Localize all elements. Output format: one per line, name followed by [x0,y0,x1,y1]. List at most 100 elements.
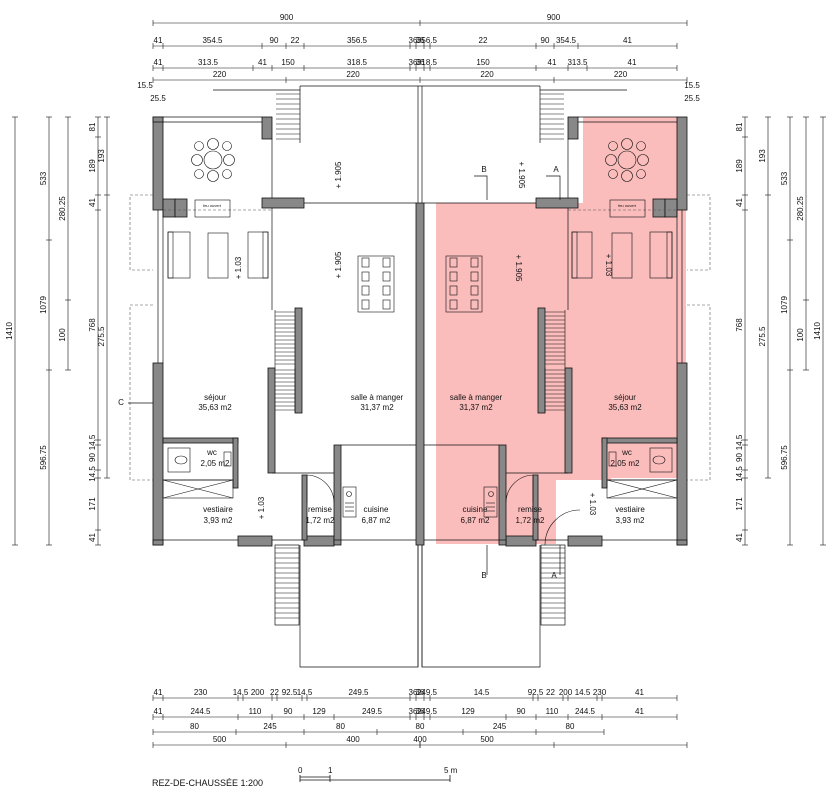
level-mark: + 1.905 [514,255,523,282]
dim-label-bottom1: 92.5 [528,688,544,697]
dim-label-right4: 275.5 [758,326,767,347]
dim-label-bottom3: 80 [336,722,345,731]
dim-label-bottom1: 249.5 [417,688,438,697]
level-mark: + 1.03 [604,254,613,277]
dim-label-bottom2: 90 [284,707,293,716]
dim-label-right3: 171 [735,497,744,511]
room-labels-right: séjour 35,63 m2 salle à manger 31,37 m2 … [450,393,646,525]
fireplace-label-right: feu ouvert [618,203,637,208]
room-name-remise-right: remise [518,505,543,514]
room-area-salle-left: 31,37 m2 [360,403,394,412]
outline [157,86,683,667]
top-stairs [213,85,627,143]
dim-label-bottom2: 110 [546,707,559,716]
room-area-vestiaire-left: 3,93 m2 [204,516,233,525]
room-area-cuisine-left: 6,87 m2 [362,516,391,525]
bottom-stairs [274,544,566,668]
section-label-c: C [118,398,124,407]
dim-label-bottom2: 249.5 [417,707,438,716]
dim-label-right3: 768 [735,318,744,332]
level-mark: + 1.905 [334,251,343,278]
dim-label-top2: 41 [548,58,557,67]
dim-label-top2: 318.5 [417,58,438,67]
dim-label-bottom1: 230 [194,688,208,697]
dim-label-top1: 36 [409,36,418,45]
dim-label-left3: 90 [88,453,97,462]
dim-label-offset: 15.5 [137,81,153,90]
dim-label-bottom2: 244.5 [575,707,596,716]
dim-label-left-total: 1410 [5,322,14,340]
dim-label-bottom2: 36 [416,707,425,716]
dim-label-top3: 220 [480,70,494,79]
dim-label-right3: 14.5 [735,434,744,450]
dim-label-bottom3: 80 [566,722,575,731]
dim-label-left3: 171 [88,497,97,511]
room-area-sejour-left: 35,63 m2 [198,403,232,412]
dim-label-bottom2: 110 [249,707,262,716]
dim-label-bottom2: 129 [312,707,326,716]
dim-label-bottom1: 230 [593,688,607,697]
dim-label-top2: 313.5 [198,58,219,67]
dim-label-bottom1: 14.5 [575,688,591,697]
dim-label-bottom2: 249.5 [362,707,383,716]
scale-label-5m: 5 m [444,766,458,775]
dim-label-top1: 36 [416,36,425,45]
section-label-a: A [551,571,557,580]
dim-label-left1: 1079 [39,296,48,314]
dim-label-top2: 318.5 [347,58,368,67]
dim-label-bottom1: 41 [154,688,163,697]
dim-label-bottom3: 80 [416,722,425,731]
room-name-sejour-left: séjour [204,393,226,402]
dim-label-bottom1: 36 [416,688,425,697]
dim-label-bottom1: 249.5 [348,688,369,697]
dim-label-bottom1: 36 [409,688,418,697]
room-area-salle-right: 31,37 m2 [459,403,493,412]
dim-label-top2: 36 [416,58,425,67]
room-name-wc-left: wc [206,448,217,457]
room-name-salle-right: salle à manger [450,393,503,402]
interior-stairs [274,310,566,412]
dim-label-bottom1: 92.5 [282,688,298,697]
dim-label-bottom2: 36 [409,707,418,716]
room-name-vestiaire-left: vestiaire [203,505,233,514]
dim-label-top1: 356.5 [417,36,438,45]
dim-label-left1: 533 [39,171,48,185]
dim-label-right3: 41 [735,198,744,207]
dim-label-right3: 81 [735,122,744,131]
dim-label-right4: 193 [758,149,767,163]
dim-label-left3: 14.5 [88,434,97,450]
dim-label-top2: 36 [409,58,418,67]
dim-label-top2: 41 [258,58,267,67]
dim-label-bottom4: 500 [213,735,227,744]
dim-label-top2: 313.5 [567,58,588,67]
dim-label-offset: 25.5 [150,94,166,103]
dim-label-right1: 533 [780,171,789,185]
dim-label-top2: 150 [281,58,295,67]
dim-label-left2: 100 [58,328,67,342]
dim-label-right1: 1079 [780,296,789,314]
room-area-vestiaire-right: 3,93 m2 [616,516,645,525]
furniture-left [162,138,395,518]
room-area-wc-right: 2,05 m2 [611,459,640,468]
scale-label-1: 1 [328,766,333,775]
dim-label-bottom2: 41 [154,707,163,716]
dim-label-bottom4: 400 [413,735,427,744]
furniture-right [445,138,678,546]
dim-label-bottom2: 244.5 [190,707,211,716]
dim-label-top1: 22 [291,36,300,45]
dim-label-bottom1: 14.5 [233,688,249,697]
dim-label-top2: 150 [476,58,490,67]
dim-label-bottom3: 80 [190,722,199,731]
dim-label-bottom4: 400 [346,735,360,744]
dim-label-offset: 15.5 [684,81,700,90]
room-area-remise-right: 1,72 m2 [516,516,545,525]
dim-label-top1: 90 [270,36,279,45]
dim-label-right3: 14.5 [735,466,744,482]
dim-label-right3: 189 [735,159,744,173]
dim-label-bottom1: 22 [270,688,279,697]
drawing-title: REZ-DE-CHAUSSÉE 1:200 [152,778,263,788]
highlight-right-unit [436,117,686,544]
room-name-vestiaire-right: vestiaire [615,505,645,514]
dim-label-bottom3: 245 [493,722,507,731]
